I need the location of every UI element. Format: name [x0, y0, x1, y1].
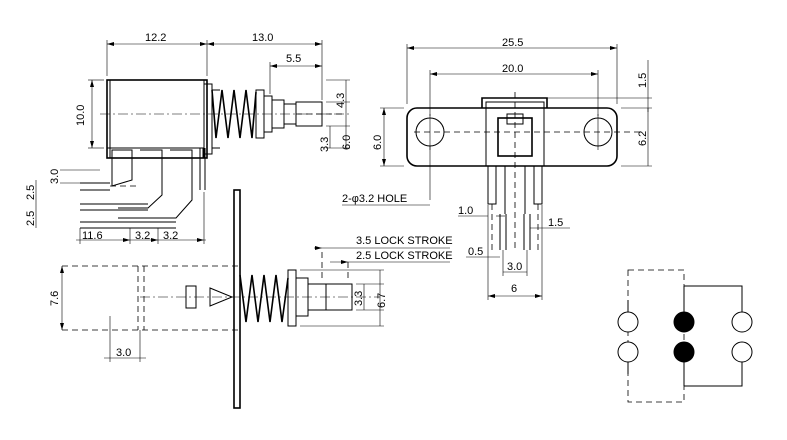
- dim-6: 6: [511, 283, 517, 295]
- hole-note: 2-φ3.2 HOLE: [342, 193, 407, 205]
- dim-3-0-front: 3.0: [507, 261, 522, 273]
- dim-4-3: 4.3: [335, 93, 347, 108]
- side-view: 12.2 13.0 5.5 4.3 10.0 3.3 6.0 3.0 2.5 2…: [25, 32, 353, 244]
- dim-3-3: 3.3: [319, 137, 331, 152]
- dim-20-0: 20.0: [502, 63, 523, 75]
- dim-11-6: 11.6: [82, 230, 103, 242]
- dim-6-7: 6.7: [376, 293, 388, 308]
- dim-1-5-right: 1.5: [548, 217, 563, 229]
- dim-6-0: 6.0: [341, 135, 353, 150]
- dim-1-0: 1.0: [458, 205, 473, 217]
- dim-3-2-a: 3.2: [135, 230, 150, 242]
- lock-stroke-2-5: 2.5 LOCK STROKE: [356, 250, 453, 262]
- dim-0-5: 0.5: [468, 246, 483, 258]
- dim-2-5-a: 2.5: [25, 185, 37, 200]
- dim-25-5: 25.5: [502, 37, 523, 49]
- contact-open: [731, 341, 753, 363]
- contact-closed: [673, 341, 695, 363]
- dim-3-0-side: 3.0: [49, 169, 61, 184]
- dim-5-5: 5.5: [286, 53, 301, 65]
- dim-2-5-b: 2.5: [25, 211, 37, 226]
- dim-12-2: 12.2: [145, 32, 166, 44]
- contact-closed: [673, 311, 695, 333]
- lock-stroke-3-5: 3.5 LOCK STROKE: [356, 235, 453, 247]
- dim-6-0-front: 6.0: [372, 135, 384, 150]
- dim-7-6: 7.6: [49, 291, 61, 306]
- dim-6-2: 6.2: [637, 131, 649, 146]
- dim-1-5-top: 1.5: [637, 73, 649, 88]
- circuit-schematic: [617, 269, 753, 403]
- contact-open: [731, 311, 753, 333]
- contact-open: [617, 311, 639, 333]
- dim-10-0: 10.0: [75, 105, 87, 126]
- dim-3-2-b: 3.2: [163, 230, 178, 242]
- dim-3-0-stroke: 3.0: [116, 347, 131, 359]
- dim-13-0: 13.0: [252, 32, 273, 44]
- dim-3-3-stroke: 3.3: [353, 291, 365, 306]
- stroke-view: 3.5 LOCK STROKE 2.5 LOCK STROKE 7.6 3.3 …: [49, 189, 453, 409]
- contact-open: [617, 341, 639, 363]
- front-view: 25.5 20.0 1.5 6.2 6.0 2-φ3.2 HOLE 1.0: [342, 37, 652, 300]
